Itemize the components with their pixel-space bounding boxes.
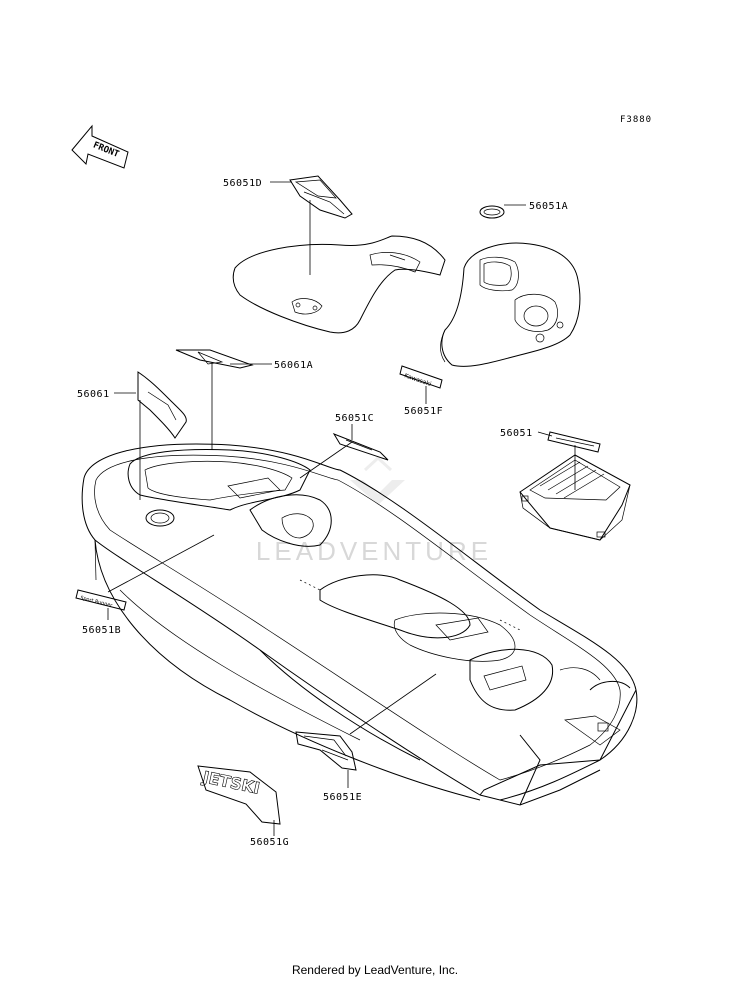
decal-56051B-icon: Sport Runner <box>75 589 127 611</box>
label-56061A: 56061A <box>274 360 313 371</box>
label-56051G: 56051G <box>250 837 289 848</box>
label-56051: 56051 <box>500 428 533 439</box>
decal-56051E-icon <box>295 731 357 771</box>
label-56051D: 56051D <box>223 178 262 189</box>
decal-56051-icon <box>547 431 601 453</box>
seat-illustration <box>232 235 446 334</box>
decal-56051C-icon <box>332 433 389 461</box>
leader-lines <box>107 181 576 836</box>
hull-illustration <box>81 443 638 806</box>
label-56051B: 56051B <box>82 625 121 636</box>
decal-56051D-icon <box>289 175 353 219</box>
figure-code: F3880 <box>620 115 652 125</box>
decal-56061-icon <box>137 371 187 439</box>
hood-illustration <box>440 242 581 367</box>
footer-credit: Rendered by LeadVenture, Inc. <box>291 963 459 977</box>
jetski-decal-text: JETSKI <box>200 767 261 798</box>
front-arrow-icon: FRONT <box>71 124 129 169</box>
watermark-logo <box>350 455 405 505</box>
label-56051A: 56051A <box>529 201 568 212</box>
decal-56061A-icon <box>175 349 254 369</box>
decal-56051G-icon: JETSKI <box>197 765 281 825</box>
label-56051C: 56051C <box>335 413 374 424</box>
label-56051E: 56051E <box>323 792 362 803</box>
label-56051F: 56051F <box>404 406 443 417</box>
decal-56051F-icon: Kawasaki <box>399 365 443 389</box>
watermark-text: LEADVENTURE <box>256 536 492 566</box>
label-56061: 56061 <box>77 389 110 400</box>
decal-56051A-icon <box>479 205 505 219</box>
